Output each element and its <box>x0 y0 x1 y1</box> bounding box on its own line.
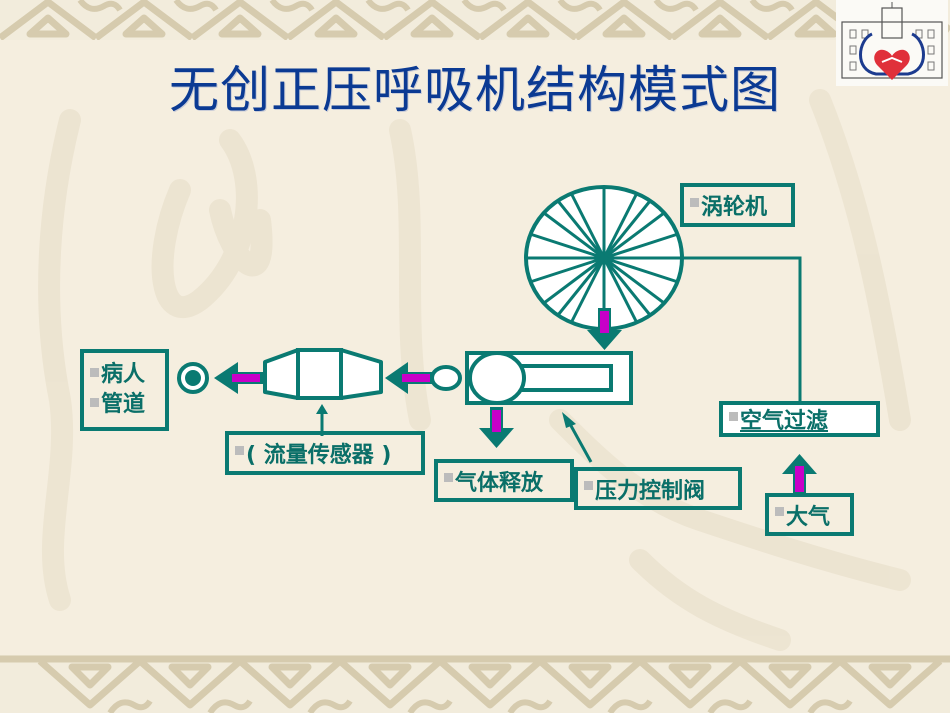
pressure-valve-pointer <box>562 412 593 463</box>
label-gas-release: 气体释放 <box>434 459 574 502</box>
slide-title: 无创正压呼吸机结构模式图 <box>169 61 781 119</box>
pressure-chamber-icon <box>430 351 633 405</box>
bullet-icon <box>729 411 738 421</box>
label-flow-sensor: ( 流量传感器 ) <box>225 431 425 475</box>
arrow-down-turbine-icon <box>587 308 622 350</box>
label-patient-tubing: 病人 管道 <box>80 349 169 431</box>
bullet-icon <box>584 481 593 490</box>
arrow-left-chamber-icon <box>385 362 432 394</box>
bullet-icon <box>444 473 453 482</box>
arrow-left-sensor-icon <box>214 362 263 394</box>
decorative-border-top <box>0 0 950 40</box>
label-air-filter: 空气过滤 <box>719 401 880 437</box>
hospital-building-icon <box>841 2 943 80</box>
turbine-filter-line <box>682 256 802 404</box>
patient-connector-icon <box>177 362 209 394</box>
label-pressure-valve: 压力控制阀 <box>574 467 742 510</box>
bullet-icon <box>775 507 784 516</box>
arrow-up-atmosphere-icon <box>782 454 817 494</box>
bullet-icon <box>690 197 699 207</box>
hospital-logo <box>836 0 948 86</box>
decorative-border-bottom <box>0 655 950 713</box>
label-atmosphere: 大气 <box>765 493 854 536</box>
label-turbine: 涡轮机 <box>680 183 795 227</box>
arrow-down-release-icon <box>479 407 514 448</box>
flow-sensor-icon <box>263 348 383 400</box>
bullet-icon <box>235 445 244 455</box>
bullet-icon <box>90 397 99 407</box>
bullet-icon <box>90 367 99 377</box>
